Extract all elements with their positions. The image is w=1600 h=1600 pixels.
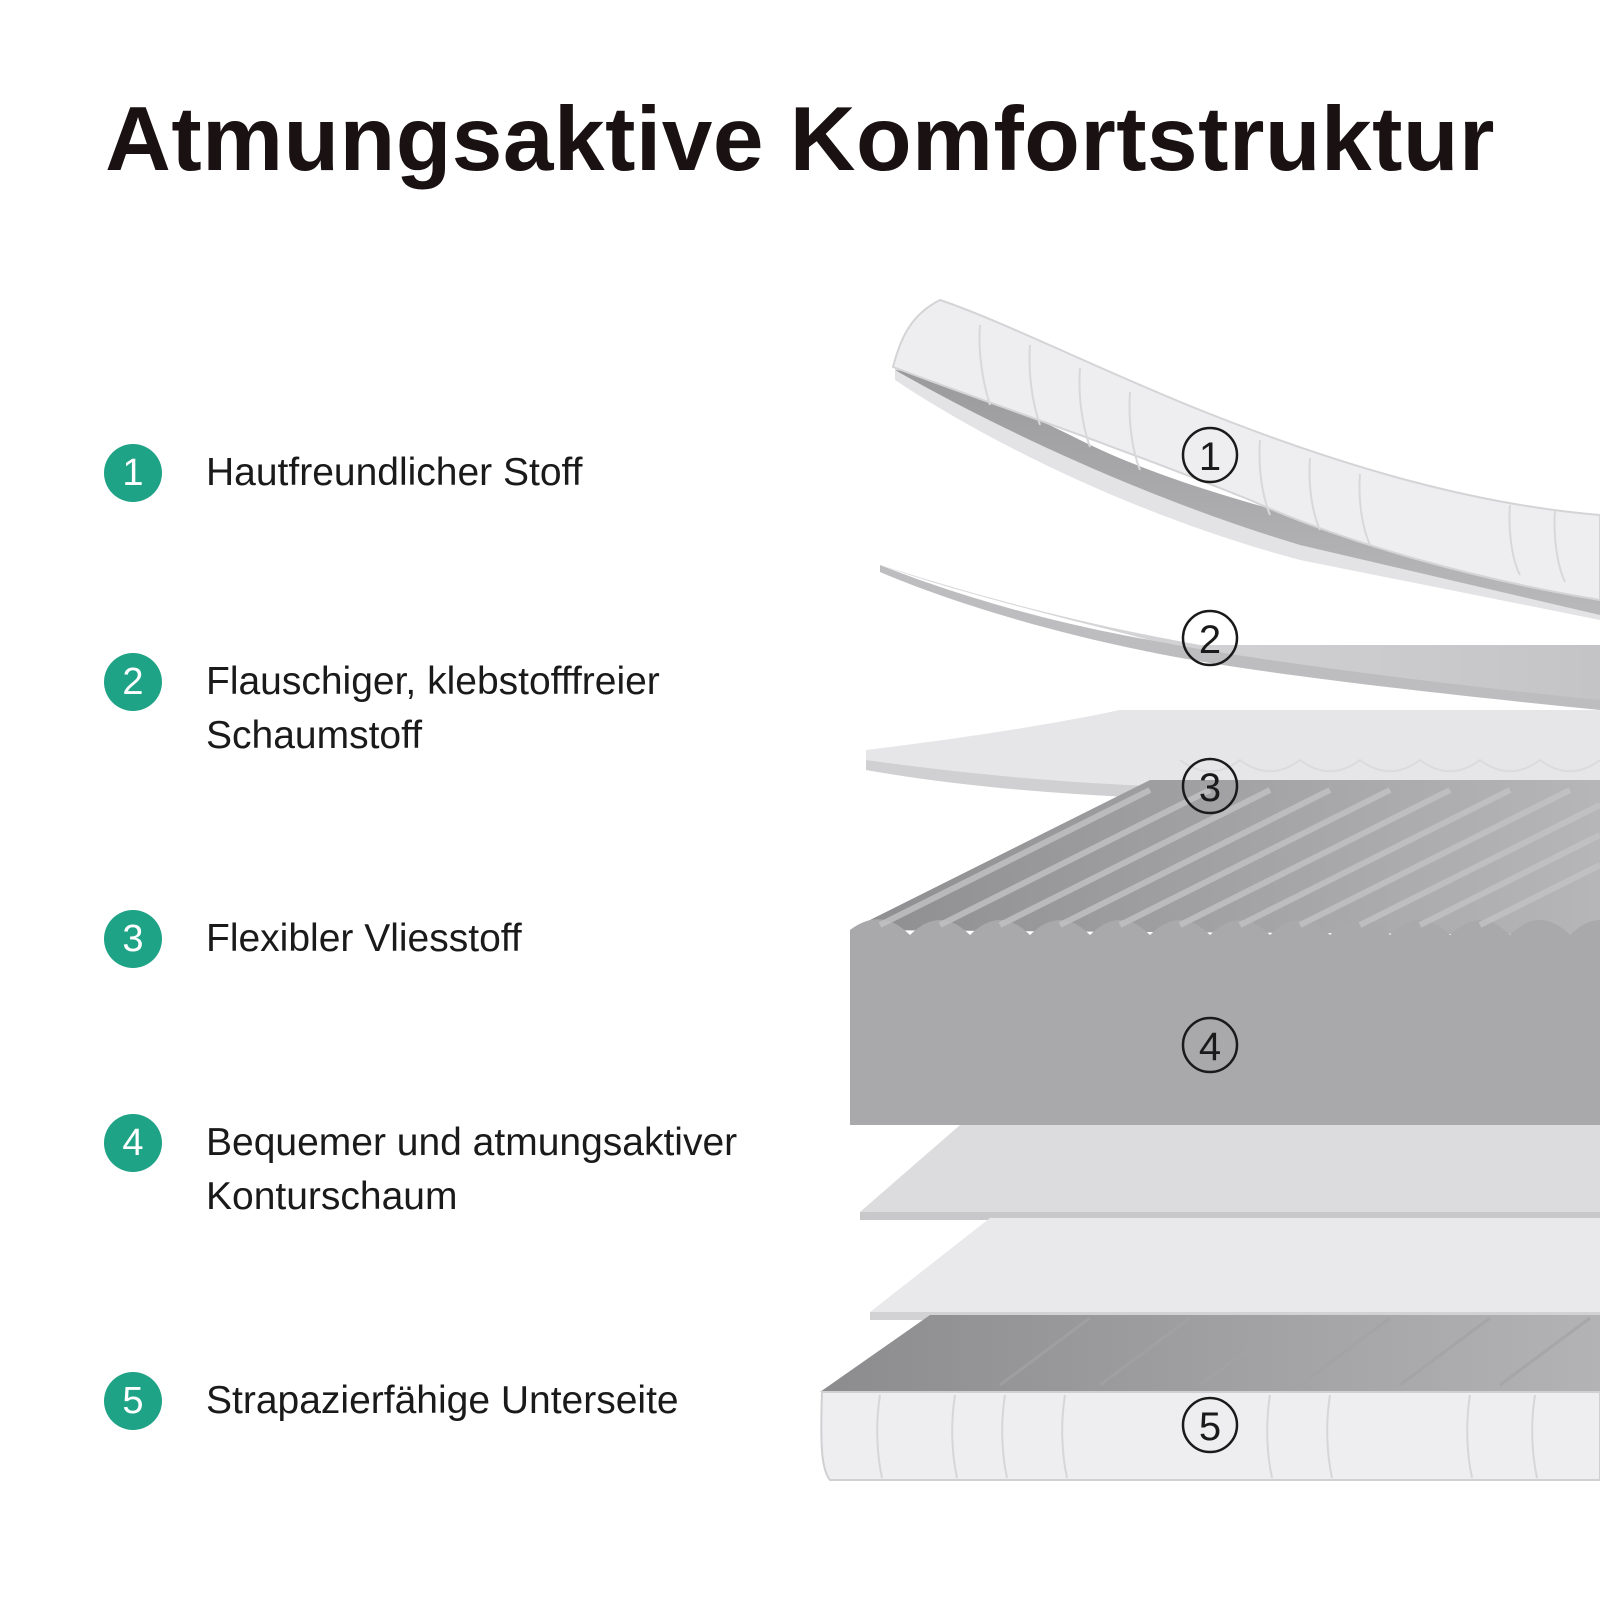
layer-marker-2-label: 2 xyxy=(1199,618,1221,662)
mattress-layers-illustration: 1 2 3 4 5 xyxy=(820,298,1600,1481)
legend-label-4: Bequemer und atmungsaktiver Konturschaum xyxy=(206,1116,826,1224)
legend-label-2: Flauschiger, klebstofffreier Schaumstoff xyxy=(206,655,826,763)
legend-label-2-line-1: Flauschiger, klebstofffreier xyxy=(206,660,660,703)
layer-marker-1-label: 1 xyxy=(1199,435,1221,479)
legend-label-4-line-1: Bequemer und atmungsaktiver xyxy=(206,1121,738,1164)
legend-label-3-line-1: Flexibler Vliesstoff xyxy=(206,917,522,960)
layer-marker-4-label: 4 xyxy=(1199,1025,1221,1069)
legend-badge-2: 2 xyxy=(104,653,162,711)
legend-label-5-line-1: Strapazierfähige Unterseite xyxy=(206,1379,679,1422)
layer-5-bottom xyxy=(820,1125,1600,1481)
legend-badge-1: 1 xyxy=(104,444,162,502)
legend-badge-4: 4 xyxy=(104,1114,162,1172)
legend-badge-3: 3 xyxy=(104,910,162,968)
legend-label-1-line-1: Hautfreundlicher Stoff xyxy=(206,451,583,494)
legend-badge-5: 5 xyxy=(104,1372,162,1430)
layer-marker-5-label: 5 xyxy=(1199,1405,1221,1449)
layer-marker-4: 4 xyxy=(1181,1016,1239,1074)
legend-label-3: Flexibler Vliesstoff xyxy=(206,912,826,966)
layer-4-contour-foam xyxy=(850,780,1600,1125)
layer-marker-3: 3 xyxy=(1181,757,1239,815)
legend-label-1: Hautfreundlicher Stoff xyxy=(206,446,826,500)
layer-2-foam-sheet xyxy=(880,565,1600,710)
legend-label-5: Strapazierfähige Unterseite xyxy=(206,1374,826,1428)
layer-marker-2: 2 xyxy=(1181,609,1239,667)
layer-marker-5: 5 xyxy=(1181,1396,1239,1454)
layer-1-cover xyxy=(891,298,1600,620)
layer-marker-3-label: 3 xyxy=(1199,766,1221,810)
layer-marker-1: 1 xyxy=(1181,426,1239,484)
page-title: Atmungsaktive Komfortstruktur xyxy=(105,89,1495,190)
legend-label-2-line-2: Schaumstoff xyxy=(206,714,423,757)
legend-label-4-line-2: Konturschaum xyxy=(206,1175,458,1218)
